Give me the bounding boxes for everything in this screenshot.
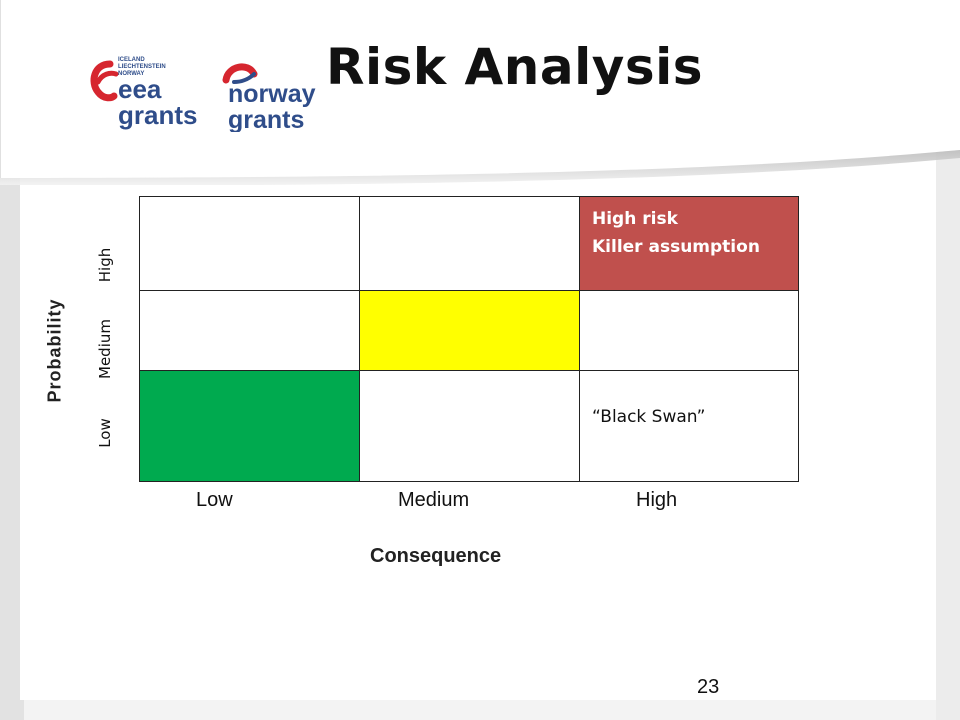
- eea-logo-grants: grants: [118, 100, 197, 130]
- slide-number: 23: [697, 676, 720, 698]
- cell-high-prob-low-cons: [140, 197, 360, 291]
- cell-low-prob-medium-cons: [360, 371, 580, 481]
- risk-matrix: High risk Killer assumption “Black Swan”: [139, 196, 799, 482]
- cell-medium-prob-low-cons: [140, 291, 360, 371]
- eea-country-norway: NORWAY: [118, 71, 144, 77]
- x-level-high: High: [636, 489, 678, 511]
- norway-logo-grants: grants: [228, 106, 304, 132]
- cell-low-prob-low-cons: [140, 371, 360, 481]
- eea-country-liechtenstein: LIECHTENSTEIN: [118, 64, 166, 70]
- x-level-low: Low: [196, 489, 233, 511]
- high-risk-line2: Killer assumption: [592, 237, 760, 257]
- cell-high-prob-high-cons: High risk Killer assumption: [580, 197, 798, 291]
- x-level-medium: Medium: [398, 489, 470, 511]
- eea-country-iceland: ICELAND: [118, 57, 145, 63]
- cell-high-prob-medium-cons: [360, 197, 580, 291]
- cell-low-prob-high-cons: “Black Swan”: [580, 371, 798, 481]
- norway-logo-word: norway: [228, 80, 316, 108]
- y-level-low: Low: [96, 418, 114, 448]
- header-band: [0, 0, 960, 185]
- y-axis-title: Probability: [44, 298, 65, 403]
- norway-grants-logo: norway grants: [222, 63, 316, 132]
- black-swan-label: “Black Swan”: [592, 407, 706, 427]
- x-axis-title: Consequence: [370, 545, 502, 567]
- eea-logo-word: eea: [118, 74, 162, 104]
- eea-grants-logo: ICELAND LIECHTENSTEIN NORWAY eea grants: [90, 57, 197, 130]
- slide-title: Risk Analysis: [326, 38, 703, 96]
- high-risk-line1: High risk: [592, 209, 678, 229]
- high-risk-label: High risk Killer assumption: [592, 205, 760, 261]
- cell-medium-prob-high-cons: [580, 291, 798, 371]
- cell-medium-prob-medium-cons: [360, 291, 580, 371]
